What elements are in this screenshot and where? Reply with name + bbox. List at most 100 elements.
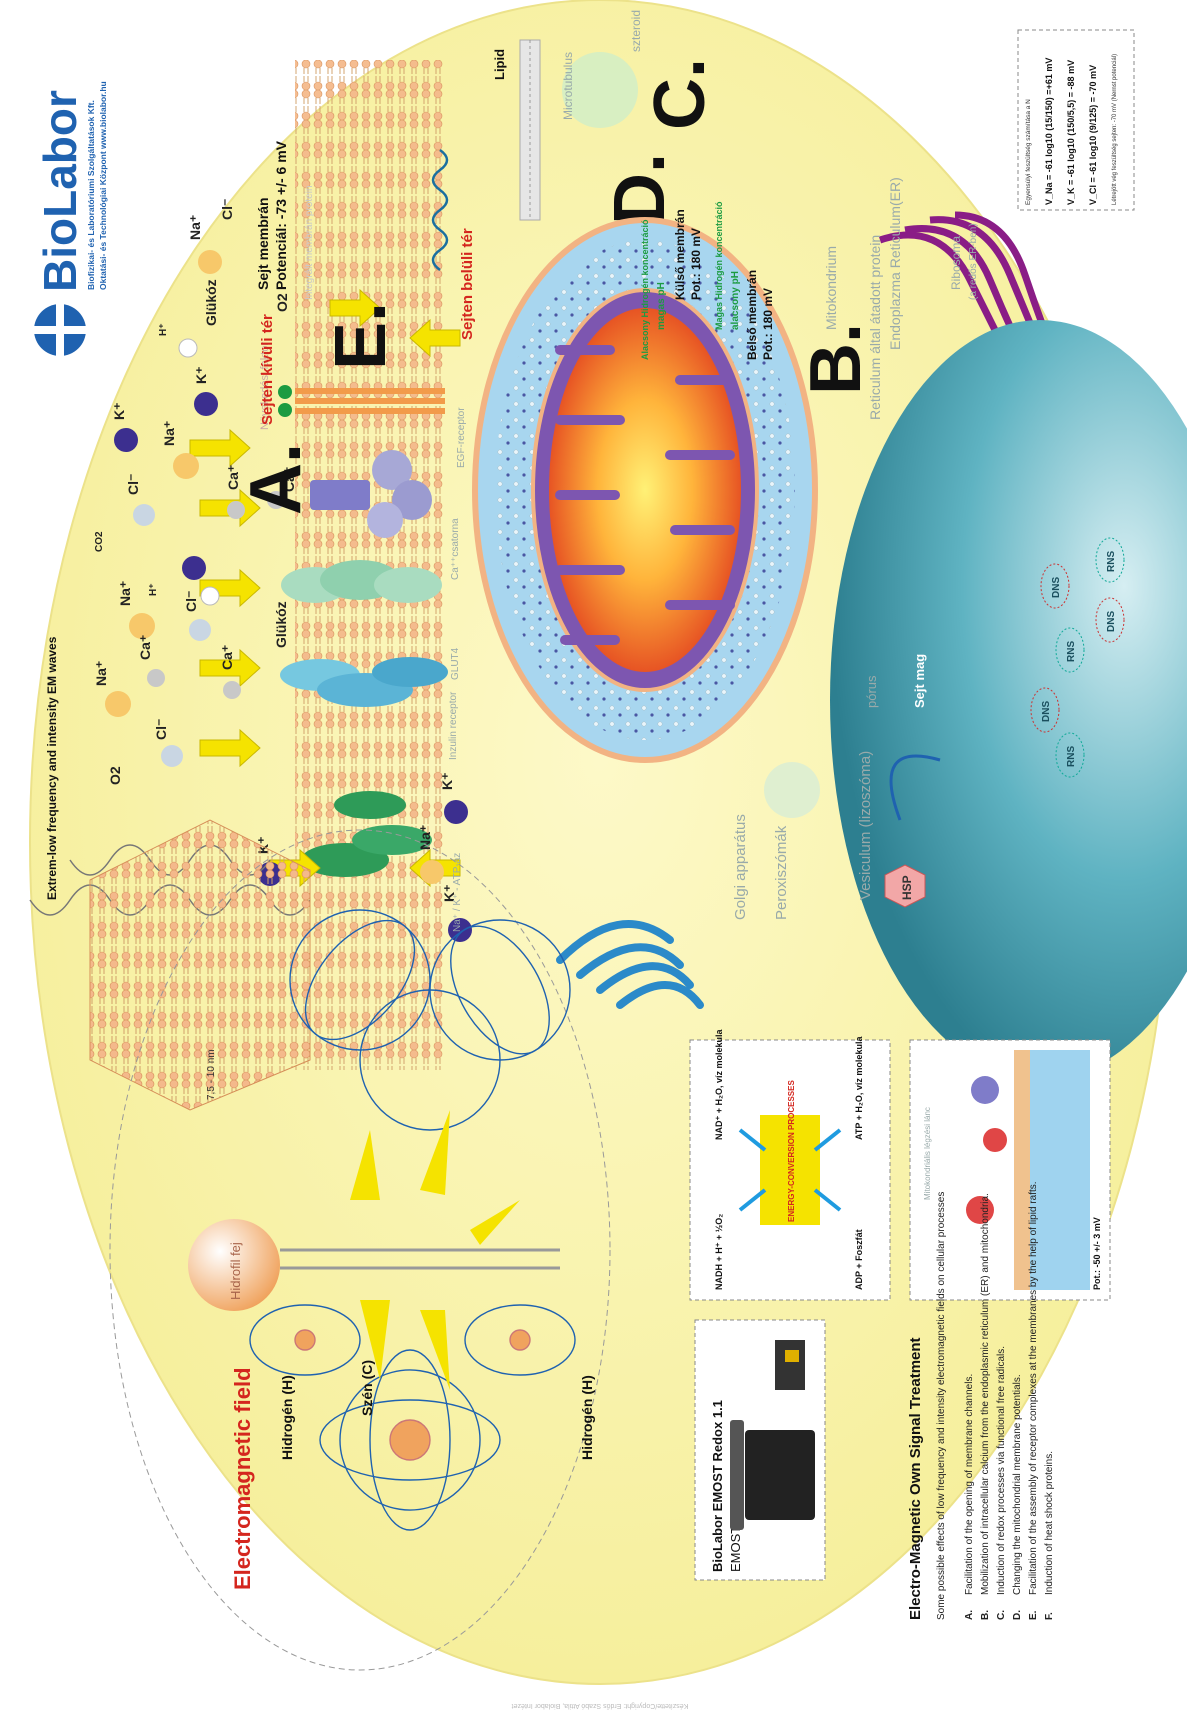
na-ion [105,691,131,717]
egf-receptor [278,385,445,417]
low-ph-label: alacsony pH [730,271,741,330]
o2-label: O2 [107,766,123,785]
membrane-title: Sejt membrán [255,197,271,290]
na-label: Na⁺ [117,581,133,606]
h-label: H⁺ [148,584,159,597]
energy-conversion-label: ENERGY-CONVERSION PROCESSES [787,1080,796,1222]
cl-ion [189,619,211,641]
em-waves-label: Extrem-low frequency and intensity EM wa… [45,636,59,900]
er-protein-label: Reticulum által átadott protein [867,235,883,420]
hsp-label: HSP [900,875,914,900]
dns-label: DNS [1041,701,1052,722]
mito-chain-pot: Pot.: -50 +/- 3 mV [1092,1217,1102,1290]
k-label: K⁺ [111,403,127,421]
treatment-item-c: C. Induction of redox processes via func… [996,1346,1007,1620]
low-h-label: Alacsony Hidrogén koncentráció [640,219,650,360]
k-label: K⁺ [439,773,455,791]
item-letter: A. [964,1610,975,1620]
ca-label: Ca⁺ [219,645,235,670]
brand-name: BioLabor [34,90,86,292]
item-text: Mobilization of intracellular calcium fr… [980,1193,991,1595]
nernst-footnote: Létrejött vég feszültség sejten: -70 mV … [1112,54,1118,205]
o2-label: O2 [274,293,290,312]
microtubulus [520,40,540,220]
hydrophil-head-label: Hidrofil fej [228,1242,243,1300]
rns-label: RNS [1066,641,1077,662]
k-label: K⁺ [193,367,209,385]
nernst-line-cl: V_Cl = -61 log10 (9/125) = -70 mV [1088,65,1098,205]
integral-protein-label: Integrált membrán protein [304,185,315,300]
dns-label: DNS [1051,577,1062,598]
nernst-box: Egyensúlyi feszültség számítása a N V_Na… [1018,30,1134,210]
hydrogen-label-top: Hidrogén (H) [279,1375,295,1460]
inner-membrane-pot: Pot.: 180 mV [761,288,775,360]
outer-membrane-label: Külső membrán [673,209,687,300]
glut4-label: GLUT4 [450,647,461,680]
glucose-label: Glükóz [203,279,219,326]
cl-label: Cl⁻ [125,474,141,495]
ribosome-label: Ribosoma [949,236,963,290]
treatment-intro: Some possible effects of low frequency a… [936,1192,947,1620]
ca-ion [147,669,165,687]
hydrogen-label-bottom: Hidrogén (H) [579,1375,595,1460]
carbon-label: Szén (C) [359,1360,375,1416]
mito-chain-label: Mitokondriális légzési lánc [923,1107,932,1200]
treatment-item-b: B. Mobilization of intracellular calcium… [980,1193,991,1620]
lipid-label: Lipid [492,49,507,80]
egf-receptor-label: EGF-receptor [456,407,467,468]
scale-label: 7,5 - 10 nm [206,1049,217,1100]
glucose-label: Glükóz [273,601,289,648]
na-ion [198,250,222,274]
high-h-label: Magas Hidrogén koncentráció [714,201,724,330]
item-text: Changing the mitochondrial membrane pote… [1012,1374,1023,1595]
item-text: Induction of heat shock proteins. [1044,1451,1055,1595]
item-letter: D. [1012,1610,1023,1620]
na-ion [173,453,199,479]
nadh-equation: NADH + H⁺ + ½O₂ [714,1214,724,1290]
item-text: Facilitation of the assembly of receptor… [1028,1181,1039,1595]
cl-ion [161,745,183,767]
emost-device-icon [775,1340,805,1390]
insulin-receptor-label: Inzulin receptor [448,691,459,760]
treatment-item-e: E. Facilitation of the assembly of recep… [1028,1181,1039,1620]
cl-label: Cl⁻ [153,719,169,740]
steroid-label: szteroid [629,10,643,52]
brand-block: BioLabor Biofizikai- és Laboratóriumi Sz… [34,81,108,356]
brand-subtitle-1: Biofizikai- és Laboratóriumi Szolgáltatá… [86,100,96,290]
k-ion [114,428,138,452]
high-ph-label: magas pH [656,282,667,330]
k-ion [194,392,218,416]
brand-subtitle-2: Oktatási- és Technológiai Központ www.bi… [98,81,108,290]
adp-equation: ADP + Foszfát [854,1229,864,1290]
section-letter-e: E. [321,302,401,370]
na-label: Na⁺ [161,421,177,446]
na-k-atpase-label: Na⁺ / K⁺ - ATP-áz [452,853,463,932]
cl-label: Cl⁻ [183,591,199,612]
section-letter-c: C. [640,58,720,130]
ca-ion [223,681,241,699]
er-label: Endoplazma Reticulum(ER) [887,177,903,350]
ca-channel-label: Ca⁺⁺csatorna [450,518,461,580]
mitochondrium-label: Mitokondrium [823,246,839,330]
microtubulus-label: Microtubulus [561,52,575,120]
outer-membrane-pot: Pot.: 180 mV [689,228,703,300]
treatment-item-a: A. Facilitation of the opening of membra… [964,1374,975,1620]
ca-label: Ca⁺ [137,635,153,660]
peroxisomes-label: Peroxiszómák [773,825,790,920]
atp-equation: ATP + H₂O, víz molekula [854,1036,864,1140]
treatment-item-d: D. Changing the mitochondrial membrane p… [1012,1374,1023,1620]
item-text: Induction of redox processes via functio… [996,1346,1007,1595]
section-letter-a: A. [236,443,316,515]
h-ion [179,339,197,357]
item-letter: E. [1028,1610,1039,1620]
dns-label: DNS [1106,611,1117,632]
rns-label: RNS [1106,551,1117,572]
co2-label: CO2 [94,531,105,552]
item-letter: C. [996,1610,1007,1620]
cl-label: Cl⁻ [219,199,235,220]
h-ion [201,587,219,605]
em-field-title: Electromagnetic field [230,1367,255,1590]
k-ion [444,800,468,824]
pore-label: pórus [864,675,879,708]
